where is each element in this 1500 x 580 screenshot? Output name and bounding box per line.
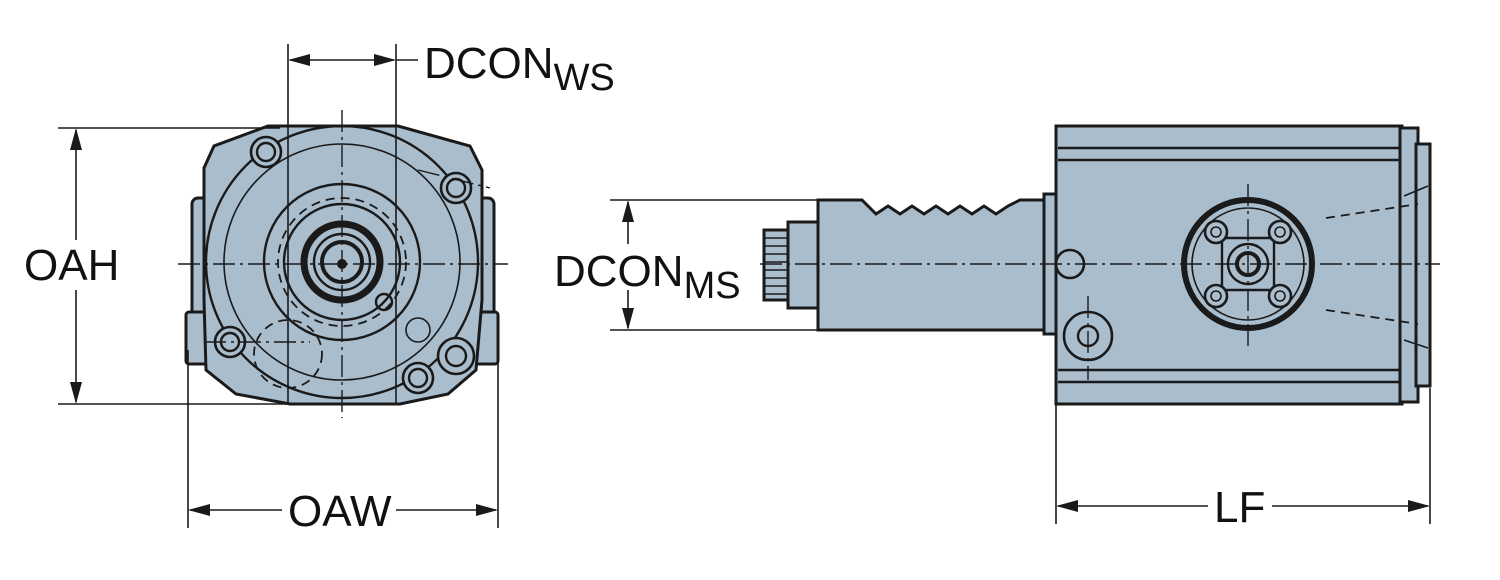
side-knurl-lines — [764, 237, 790, 295]
dcon-ms-label: DCON — [554, 247, 684, 296]
oaw-label: OAW — [288, 487, 392, 536]
lf-dimension: LF — [1055, 388, 1431, 532]
front-screw-bottom-right — [401, 361, 435, 395]
side-shank — [816, 198, 1048, 332]
front-coolant-port — [436, 336, 476, 376]
side-collet-ring — [786, 220, 820, 310]
svg-text:DCONMS: DCONMS — [554, 247, 741, 307]
lf-label: LF — [1214, 483, 1265, 532]
dcon-ws-label: DCON — [424, 39, 554, 88]
dcon-ws-dimension: DCONWS — [287, 39, 615, 404]
oaw-dimension: OAW — [187, 350, 499, 536]
oah-dimension: OAH — [24, 127, 300, 405]
front-ring-2 — [223, 143, 461, 381]
dcon-ws-subscript: WS — [554, 57, 615, 99]
front-screw-top-left — [249, 135, 283, 169]
svg-text:DCONWS: DCONWS — [424, 39, 615, 99]
front-view — [178, 110, 508, 418]
front-small-hole — [374, 292, 394, 312]
oah-label: OAH — [24, 241, 119, 290]
front-screw-top-right — [439, 171, 473, 205]
side-knurled-nut — [762, 228, 792, 302]
dcon-ms-subscript: MS — [684, 265, 741, 307]
side-view — [760, 124, 1440, 406]
front-small-ring — [405, 317, 431, 343]
side-end-cap — [1414, 142, 1432, 388]
dcon-ms-dimension: DCONMS — [554, 199, 820, 331]
